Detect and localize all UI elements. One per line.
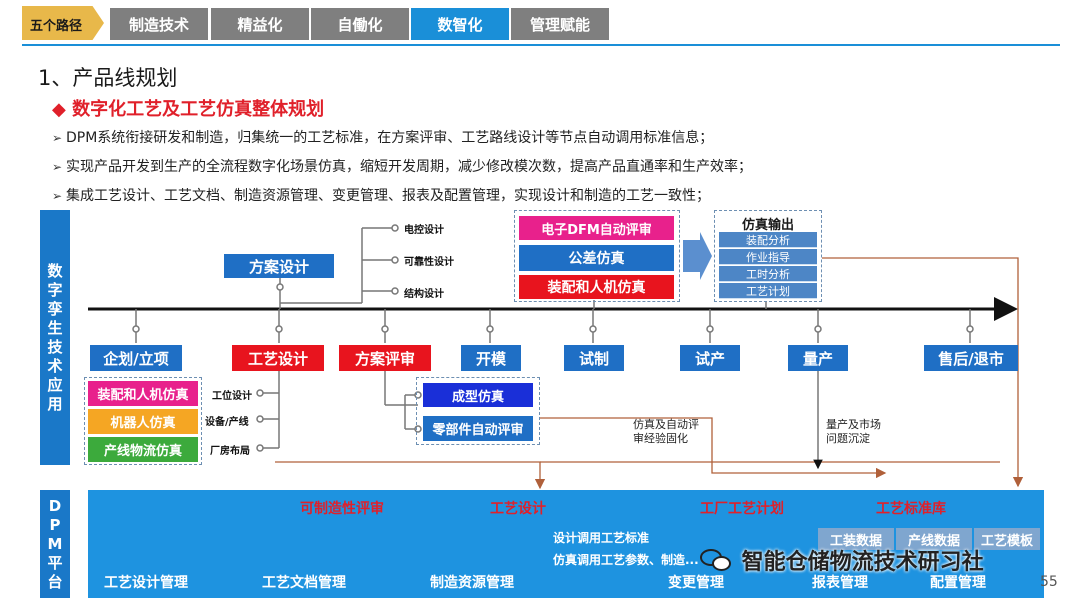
sim-output-item: 工艺计划	[719, 283, 817, 299]
assembly-ergonomics-sim-box: 装配和人机仿真	[519, 275, 674, 299]
bullet-arrow-icon: ➢	[52, 160, 63, 174]
module-resource-mgmt: 制造资源管理	[430, 575, 514, 591]
stage-trial-production: 试制	[564, 345, 624, 371]
bullet-arrow-icon: ➢	[52, 131, 63, 145]
dpm-process-standard-library: 工艺标准库	[876, 501, 946, 517]
workstation-design-label: 工位设计	[212, 391, 252, 402]
nav-divider	[22, 44, 1060, 46]
parts-auto-review-box: 零部件自动评审	[423, 416, 533, 441]
tag-tooling-data: 工装数据	[818, 528, 894, 550]
left-sim-logistics: 产线物流仿真	[88, 437, 198, 462]
module-process-doc-mgmt: 工艺文档管理	[262, 575, 346, 591]
tag-line-data: 产线数据	[896, 528, 972, 550]
stage-pilot-run: 试产	[680, 345, 740, 371]
tab-jidoka[interactable]: 自働化	[311, 8, 409, 40]
watermark: 智能仓储物流技术研习社	[700, 544, 984, 576]
sim-top-frame	[514, 210, 680, 302]
sim-flow-arrow	[683, 232, 712, 280]
dpm-process-design: 工艺设计	[490, 501, 546, 517]
left-sim-assembly: 装配和人机仿真	[88, 381, 198, 406]
mass-production-note: 量产及市场 问题沉淀	[826, 418, 881, 445]
path-label-badge: 五个路径	[22, 6, 104, 40]
stage-mass-production: 量产	[788, 345, 848, 371]
stage-tooling: 开模	[461, 345, 521, 371]
bullet-1: ➢DPM系统衔接研发和制造，归集统一的工艺标准，在方案评审、工艺路线设计等节点自…	[52, 130, 714, 146]
reliability-design-label: 可靠性设计	[404, 257, 454, 268]
stage-scheme-review: 方案评审	[339, 345, 431, 371]
tab-management-empowerment[interactable]: 管理赋能	[511, 8, 609, 40]
molding-sim-box: 成型仿真	[423, 383, 533, 407]
tag-process-template: 工艺模板	[974, 528, 1040, 550]
process-design-connector	[256, 371, 280, 452]
bullet-2: ➢实现产品开发到生产的全流程数字化场景仿真，缩短开发周期，减少修改模次数，提高产…	[52, 159, 752, 175]
bullet-3: ➢集成工艺设计、工艺文档、制造资源管理、变更管理、报表及配置管理，实现设计和制造…	[52, 188, 710, 204]
review-sim-frame	[416, 377, 540, 445]
path-label: 五个路径	[30, 19, 83, 34]
bullet-arrow-icon: ➢	[52, 189, 63, 203]
stage-ticks	[132, 309, 974, 343]
tab-lean[interactable]: 精益化	[211, 8, 309, 40]
sim-output-title: 仿真输出	[742, 218, 795, 233]
structure-design-label: 结构设计	[404, 289, 444, 300]
dpm-band: D P M 平 台	[40, 490, 70, 598]
stage-process-design: 工艺设计	[232, 345, 324, 371]
module-change-mgmt: 变更管理	[668, 575, 724, 591]
dpm-note-design-call: 设计调用工艺标准	[553, 531, 650, 545]
sim-output-item: 工时分析	[719, 266, 817, 282]
dpm-manufacturability-review: 可制造性评审	[300, 501, 384, 517]
left-sim-frame	[84, 377, 202, 465]
plant-layout-label: 厂房布局	[210, 446, 250, 457]
tab-digital-intelligence[interactable]: 数智化	[411, 8, 509, 40]
sim-output-frame	[714, 210, 822, 302]
digital-twin-band: 数 字 孪 生 技 术 应 用	[40, 210, 70, 465]
equipment-line-label: 设备/产线	[205, 417, 249, 428]
sim-review-note: 仿真及自动评 审经验固化	[633, 418, 699, 445]
scheme-design-connector	[276, 224, 399, 309]
page-number: 55	[1040, 574, 1058, 590]
tab-manufacturing-tech[interactable]: 制造技术	[110, 8, 208, 40]
module-process-design-mgmt: 工艺设计管理	[104, 575, 188, 591]
dpm-factory-process-plan: 工厂工艺计划	[700, 501, 784, 517]
wechat-icon	[700, 547, 734, 573]
module-report-mgmt: 报表管理	[812, 575, 868, 591]
dfm-review-box: 电子DFM自动评审	[519, 216, 674, 240]
electrical-design-label: 电控设计	[404, 225, 444, 236]
stage-planning: 企划/立项	[90, 345, 182, 371]
tolerance-sim-box: 公差仿真	[519, 245, 674, 271]
section-title: 1、产品线规划	[38, 66, 178, 90]
stage-after-sales: 售后/退市	[924, 345, 1018, 371]
module-config-mgmt: 配置管理	[930, 575, 986, 591]
sim-output-item: 装配分析	[719, 232, 817, 248]
sim-output-item: 作业指导	[719, 249, 817, 265]
left-sim-robot: 机器人仿真	[88, 409, 198, 434]
scheme-design-box: 方案设计	[224, 254, 334, 278]
dpm-note-sim-call: 仿真调用工艺参数、制造...	[553, 553, 699, 567]
subtitle: ◆ 数字化工艺及工艺仿真整体规划	[52, 99, 325, 120]
